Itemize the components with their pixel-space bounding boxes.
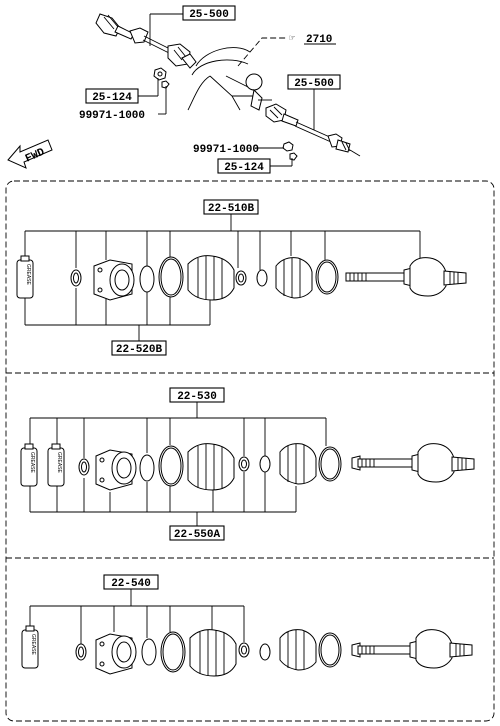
svg-text:22-530: 22-530 xyxy=(177,391,217,403)
svg-text:☞: ☞ xyxy=(289,34,295,45)
svg-text:22-510B: 22-510B xyxy=(208,203,255,215)
label-top-shaft-left: 25-500 xyxy=(149,5,236,46)
grease-bottle-icon: GREASE xyxy=(20,443,38,487)
boot-band-icon xyxy=(238,456,250,472)
svg-text:22-520B: 22-520B xyxy=(116,344,163,356)
svg-text:22-540: 22-540 xyxy=(111,578,151,590)
svg-text:25-500: 25-500 xyxy=(294,78,334,90)
boot-icon xyxy=(187,443,235,491)
grease-bottle-icon: GREASE xyxy=(21,625,39,669)
joint-housing-icon xyxy=(95,633,137,675)
small-clip-icon xyxy=(259,455,271,473)
clamp-ring-icon xyxy=(75,643,87,661)
svg-text:GREASE: GREASE xyxy=(29,452,35,474)
right-nut xyxy=(282,141,298,161)
inner-ring-icon xyxy=(318,446,342,482)
large-ring-icon xyxy=(158,256,184,298)
label-top-shaft-right: 25-500 xyxy=(287,74,341,130)
retaining-ring-icon xyxy=(139,454,155,482)
small-clip-icon xyxy=(256,269,268,287)
svg-text:25-124: 25-124 xyxy=(92,92,132,104)
large-ring-icon xyxy=(160,631,186,673)
svg-text:99971-1000: 99971-1000 xyxy=(79,110,145,122)
svg-text:GREASE: GREASE xyxy=(30,634,36,656)
boot-band-icon xyxy=(238,642,250,658)
inner-ring-icon xyxy=(318,632,342,668)
label-nut-right: 99971-1000 25-124 xyxy=(193,144,293,174)
grease-bottle-icon: GREASE xyxy=(47,443,65,487)
right-drive-shaft xyxy=(265,103,361,157)
small-clip-icon xyxy=(259,643,271,661)
kit-set-1: 22-510B 22-520B GREASE xyxy=(16,199,467,356)
reference-callout: ☞ 2710 xyxy=(237,34,336,67)
svg-text:25-500: 25-500 xyxy=(189,9,229,21)
retaining-ring-icon xyxy=(141,638,157,666)
svg-text:25-124: 25-124 xyxy=(224,162,264,174)
grease-bottle-icon: GREASE xyxy=(16,255,34,299)
clamp-ring-icon xyxy=(78,458,90,476)
axle-shaft-icon xyxy=(351,629,473,669)
svg-text:2710: 2710 xyxy=(306,34,332,46)
svg-text:99971-1000: 99971-1000 xyxy=(193,144,259,156)
overview-section: 25-500 25-124 99971-1000 xyxy=(7,5,361,174)
left-nut xyxy=(153,67,170,89)
kit-options-border xyxy=(5,180,495,722)
inner-boot-icon xyxy=(279,629,317,671)
clamp-ring-icon xyxy=(70,269,82,287)
axle-shaft-icon xyxy=(345,257,467,297)
vehicle-body-outline xyxy=(187,47,272,111)
large-ring-icon xyxy=(158,445,184,487)
inner-ring-icon xyxy=(315,259,339,295)
boot-band-icon xyxy=(235,270,247,286)
kit-set-2: 22-530 22-550A GREASE GR xyxy=(20,387,475,541)
left-drive-shaft xyxy=(95,13,197,69)
axle-shaft-icon xyxy=(351,443,475,483)
inner-boot-icon xyxy=(275,257,313,299)
label-nut-left: 25-124 99971-1000 xyxy=(79,78,167,122)
fwd-arrow-icon: FWD xyxy=(7,139,53,169)
inner-boot-icon xyxy=(279,443,317,485)
joint-housing-icon xyxy=(95,449,137,491)
joint-housing-icon xyxy=(93,259,135,301)
svg-text:GREASE: GREASE xyxy=(25,264,31,286)
svg-text:GREASE: GREASE xyxy=(56,452,62,474)
svg-text:22-550A: 22-550A xyxy=(174,529,221,541)
retaining-ring-icon xyxy=(139,265,155,293)
boot-icon xyxy=(189,629,237,677)
boot-icon xyxy=(187,255,235,301)
kit-set-3: 22-540 GREASE xyxy=(21,574,473,677)
